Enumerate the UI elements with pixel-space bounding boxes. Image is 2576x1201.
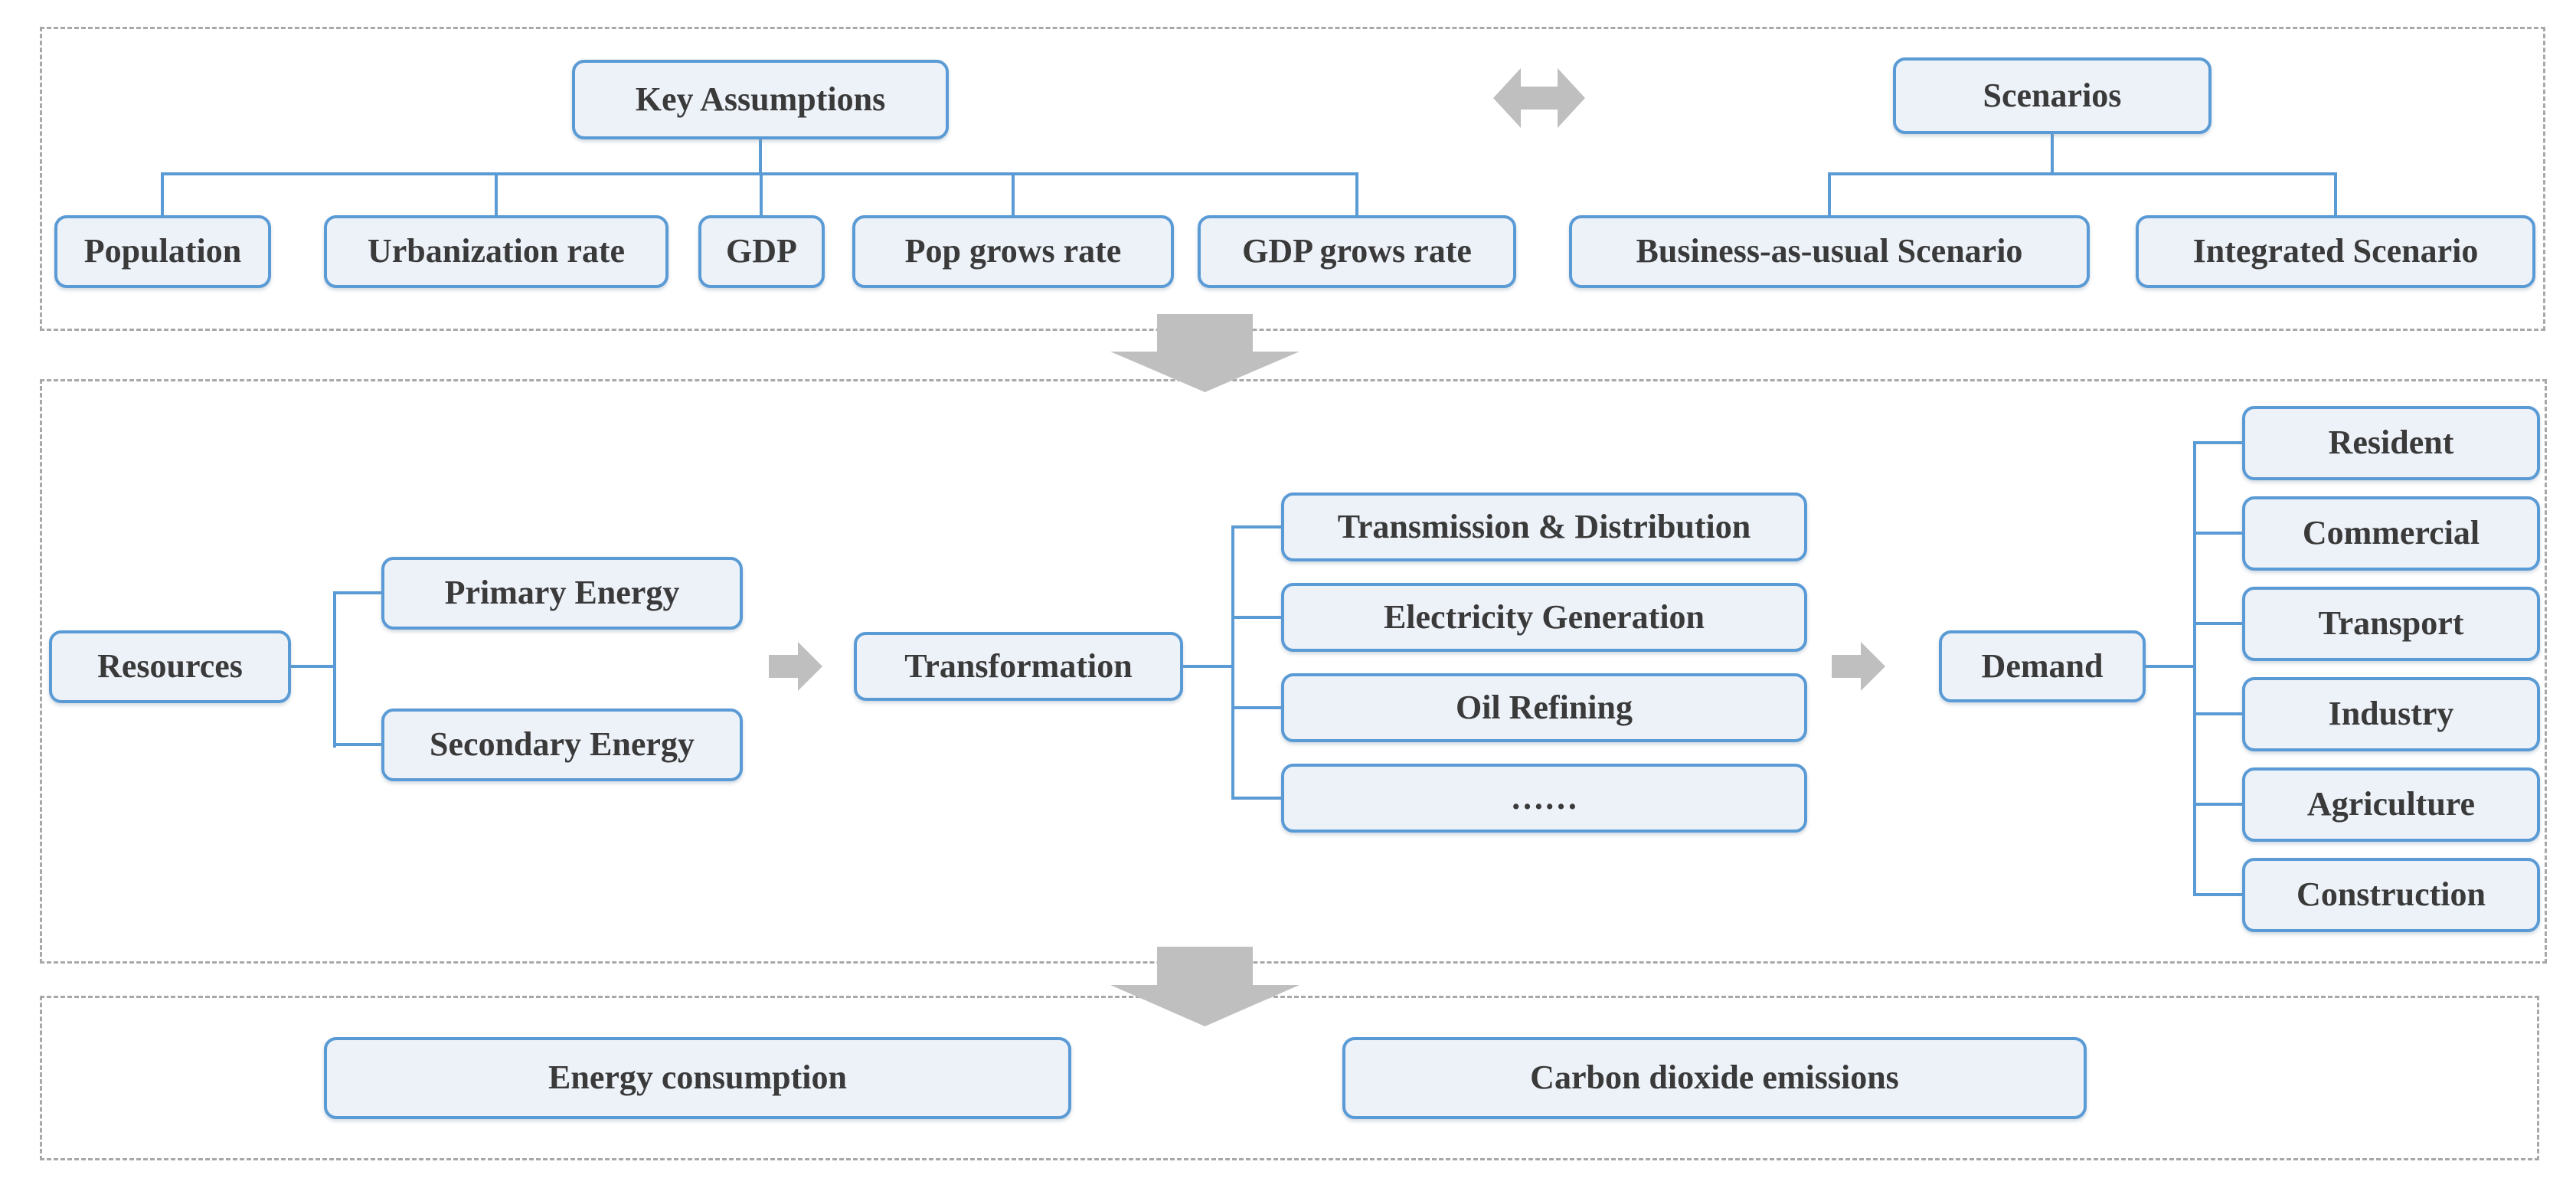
connector-stub-oil-refining [1231,706,1281,709]
gdp-grows-rate-box: GDP grows rate [1198,215,1516,288]
connector-drop-population [161,172,164,215]
transmission-distribution-box: Transmission & Distribution [1281,493,1807,561]
connector-resources-bracket [333,591,336,748]
connector-drop-business-as-usual [1828,172,1831,215]
down-arrow-icon [1110,947,1299,1026]
connector-key-assumptions-stem [759,139,762,175]
ellipsis-box: …… [1281,764,1807,833]
connector-drop-gdp-grows-rate [1355,172,1358,215]
construction-box: Construction [2242,858,2540,932]
connector-stub-resident [2193,441,2242,444]
connector-stub-ellipsis [1231,797,1281,800]
connector-stub-transmission [1231,525,1281,529]
connector-stub-construction [2193,893,2242,896]
scenarios-box: Scenarios [1893,57,2212,134]
carbon-dioxide-emissions-box: Carbon dioxide emissions [1342,1037,2087,1119]
urbanization-rate-box: Urbanization rate [324,215,669,288]
transport-box: Transport [2242,587,2540,661]
gdp-box: GDP [698,215,825,288]
double-arrow-icon [1493,68,1585,128]
transformation-box: Transformation [854,632,1183,701]
right-arrow-icon [1832,642,1885,691]
connector-stub-primary-energy [333,591,381,594]
energy-consumption-box: Energy consumption [324,1037,1071,1119]
connector-stub-agriculture [2193,803,2242,806]
connector-scenarios-stem [2051,134,2054,175]
energy-flow-section [40,379,2547,964]
pop-grows-rate-box: Pop grows rate [852,215,1174,288]
connector-stub-industry [2193,712,2242,715]
results-section [40,996,2539,1160]
connector-drop-urbanization-rate [495,172,498,215]
resources-box: Resources [49,630,291,703]
key-assumptions-box: Key Assumptions [572,60,949,139]
electricity-generation-box: Electricity Generation [1281,583,1807,652]
connector-drop-integrated [2334,172,2337,215]
connector-stub-transport [2193,622,2242,625]
oil-refining-box: Oil Refining [1281,673,1807,742]
connector-stub-commercial [2193,532,2242,535]
commercial-box: Commercial [2242,496,2540,571]
connector-transformation-bracket [1231,525,1234,800]
connector-stub-secondary-energy [333,743,381,746]
connector-stub-electricity [1231,616,1281,619]
primary-energy-box: Primary Energy [381,557,743,630]
right-arrow-icon [769,642,822,691]
integrated-scenario-box: Integrated Scenario [2136,215,2535,288]
connector-drop-pop-grows-rate [1012,172,1015,215]
connector-demand-main [2146,665,2196,668]
agriculture-box: Agriculture [2242,767,2540,842]
connector-demand-bracket [2193,441,2196,896]
business-as-usual-scenario-box: Business-as-usual Scenario [1569,215,2090,288]
connector-transformation-main [1183,665,1234,668]
secondary-energy-box: Secondary Energy [381,708,743,781]
assumptions-scenarios-section [40,27,2545,331]
down-arrow-icon [1110,314,1299,392]
demand-box: Demand [1939,630,2146,702]
resident-box: Resident [2242,406,2540,480]
connector-resources-main [291,665,336,668]
connector-drop-gdp [760,172,763,215]
population-box: Population [54,215,271,288]
industry-box: Industry [2242,677,2540,751]
connector-scenarios-rail [1828,172,2337,175]
